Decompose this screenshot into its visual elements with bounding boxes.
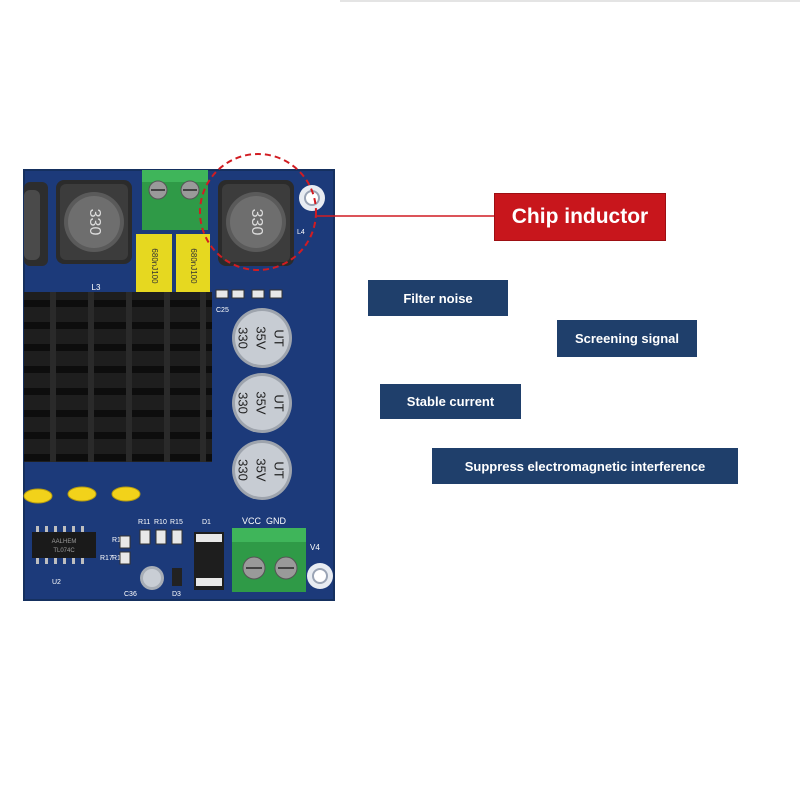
diode-d1: [194, 532, 224, 590]
chip-inductor-l3: 330: [56, 180, 132, 264]
chip-inductor-l4: 330: [218, 180, 294, 266]
feature-label-screening-signal: Screening signal: [557, 320, 697, 357]
feature-label-filter-noise: Filter noise: [368, 280, 508, 316]
vcc-label: VCC: [242, 516, 262, 526]
smd-components-top: [215, 289, 283, 299]
elec-cap-value-2: 330: [236, 392, 251, 414]
elec-cap-series-3: UT: [272, 461, 287, 478]
chip-inductor-partial: [24, 182, 48, 266]
ic-label-u2: U2: [52, 579, 61, 586]
elec-cap-value-1: 330: [236, 327, 251, 349]
inductor-marking-l3: 330: [86, 209, 103, 236]
elec-cap-series-1: UT: [272, 329, 287, 346]
mounting-hole-bottom: [307, 563, 333, 589]
capacitor-c36: [140, 566, 164, 590]
electrolytic-capacitor-1: 330 35V UT: [232, 308, 292, 368]
resistor-label-r10: R10: [154, 519, 167, 526]
inductor-label-l4: L4: [297, 229, 305, 236]
feature-text-stable-current: Stable current: [406, 394, 495, 409]
resistor-label-r11: R11: [138, 519, 150, 526]
callout-title: Chip inductor: [511, 205, 649, 228]
feature-text-screening-signal: Screening signal: [574, 331, 680, 346]
feature-text-suppress-emi: Suppress electromagnetic interference: [464, 458, 706, 474]
cap-label-c25: C25: [216, 307, 229, 314]
terminal-block-top: [142, 170, 208, 230]
resistor-label-r15: R15: [170, 519, 183, 526]
feature-label-stable-current: Stable current: [380, 384, 521, 419]
inductor-label-l3: L3: [92, 283, 101, 292]
inductor-marking-l4: 330: [248, 209, 265, 236]
diode-label-d3: D3: [172, 591, 181, 598]
feature-text-filter-noise: Filter noise: [403, 290, 473, 306]
film-cap-marking-1: 680nJ100: [150, 248, 159, 284]
elec-cap-voltage-2: 35V: [254, 391, 269, 414]
gnd-label: GND: [266, 516, 287, 526]
top-edge-line: [340, 0, 800, 2]
resistor-label-r18: R18: [112, 537, 125, 544]
elec-cap-value-3: 330: [236, 459, 251, 481]
highlight-circle: [199, 153, 317, 271]
elec-cap-series-2: UT: [272, 394, 287, 411]
chip-marking-1: AALHEM: [52, 539, 77, 545]
feature-label-suppress-emi: Suppress electromagnetic interference: [432, 448, 738, 484]
film-cap-marking-2: 680nJ100: [189, 248, 198, 284]
elec-cap-voltage-1: 35V: [254, 326, 269, 349]
film-capacitor-2: 680nJ100: [176, 234, 210, 298]
resistor-label-r16: R16: [112, 555, 125, 562]
cap-label-c36: C36: [124, 591, 137, 598]
diode-label-d1: D1: [202, 519, 211, 526]
heatsink: [24, 292, 212, 462]
diode-d3: [172, 568, 182, 586]
elec-cap-voltage-3: 35V: [254, 458, 269, 481]
chip-marking-2: TL074C: [53, 548, 75, 554]
v4-label: V4: [310, 543, 320, 552]
electrolytic-capacitor-2: 330 35V UT: [232, 373, 292, 433]
electrolytic-capacitor-3: 330 35V UT: [232, 440, 292, 500]
smd-resistors: [119, 529, 183, 565]
resistor-label-r17: R17: [100, 555, 113, 562]
terminal-block-bottom: [232, 528, 306, 592]
bead-capacitors: [23, 486, 141, 504]
chip-inductor-callout: Chip inductor: [494, 193, 666, 241]
ic-chip-u2: AALHEM TL074C: [32, 526, 96, 564]
film-capacitor-1: 680nJ100: [136, 234, 172, 298]
